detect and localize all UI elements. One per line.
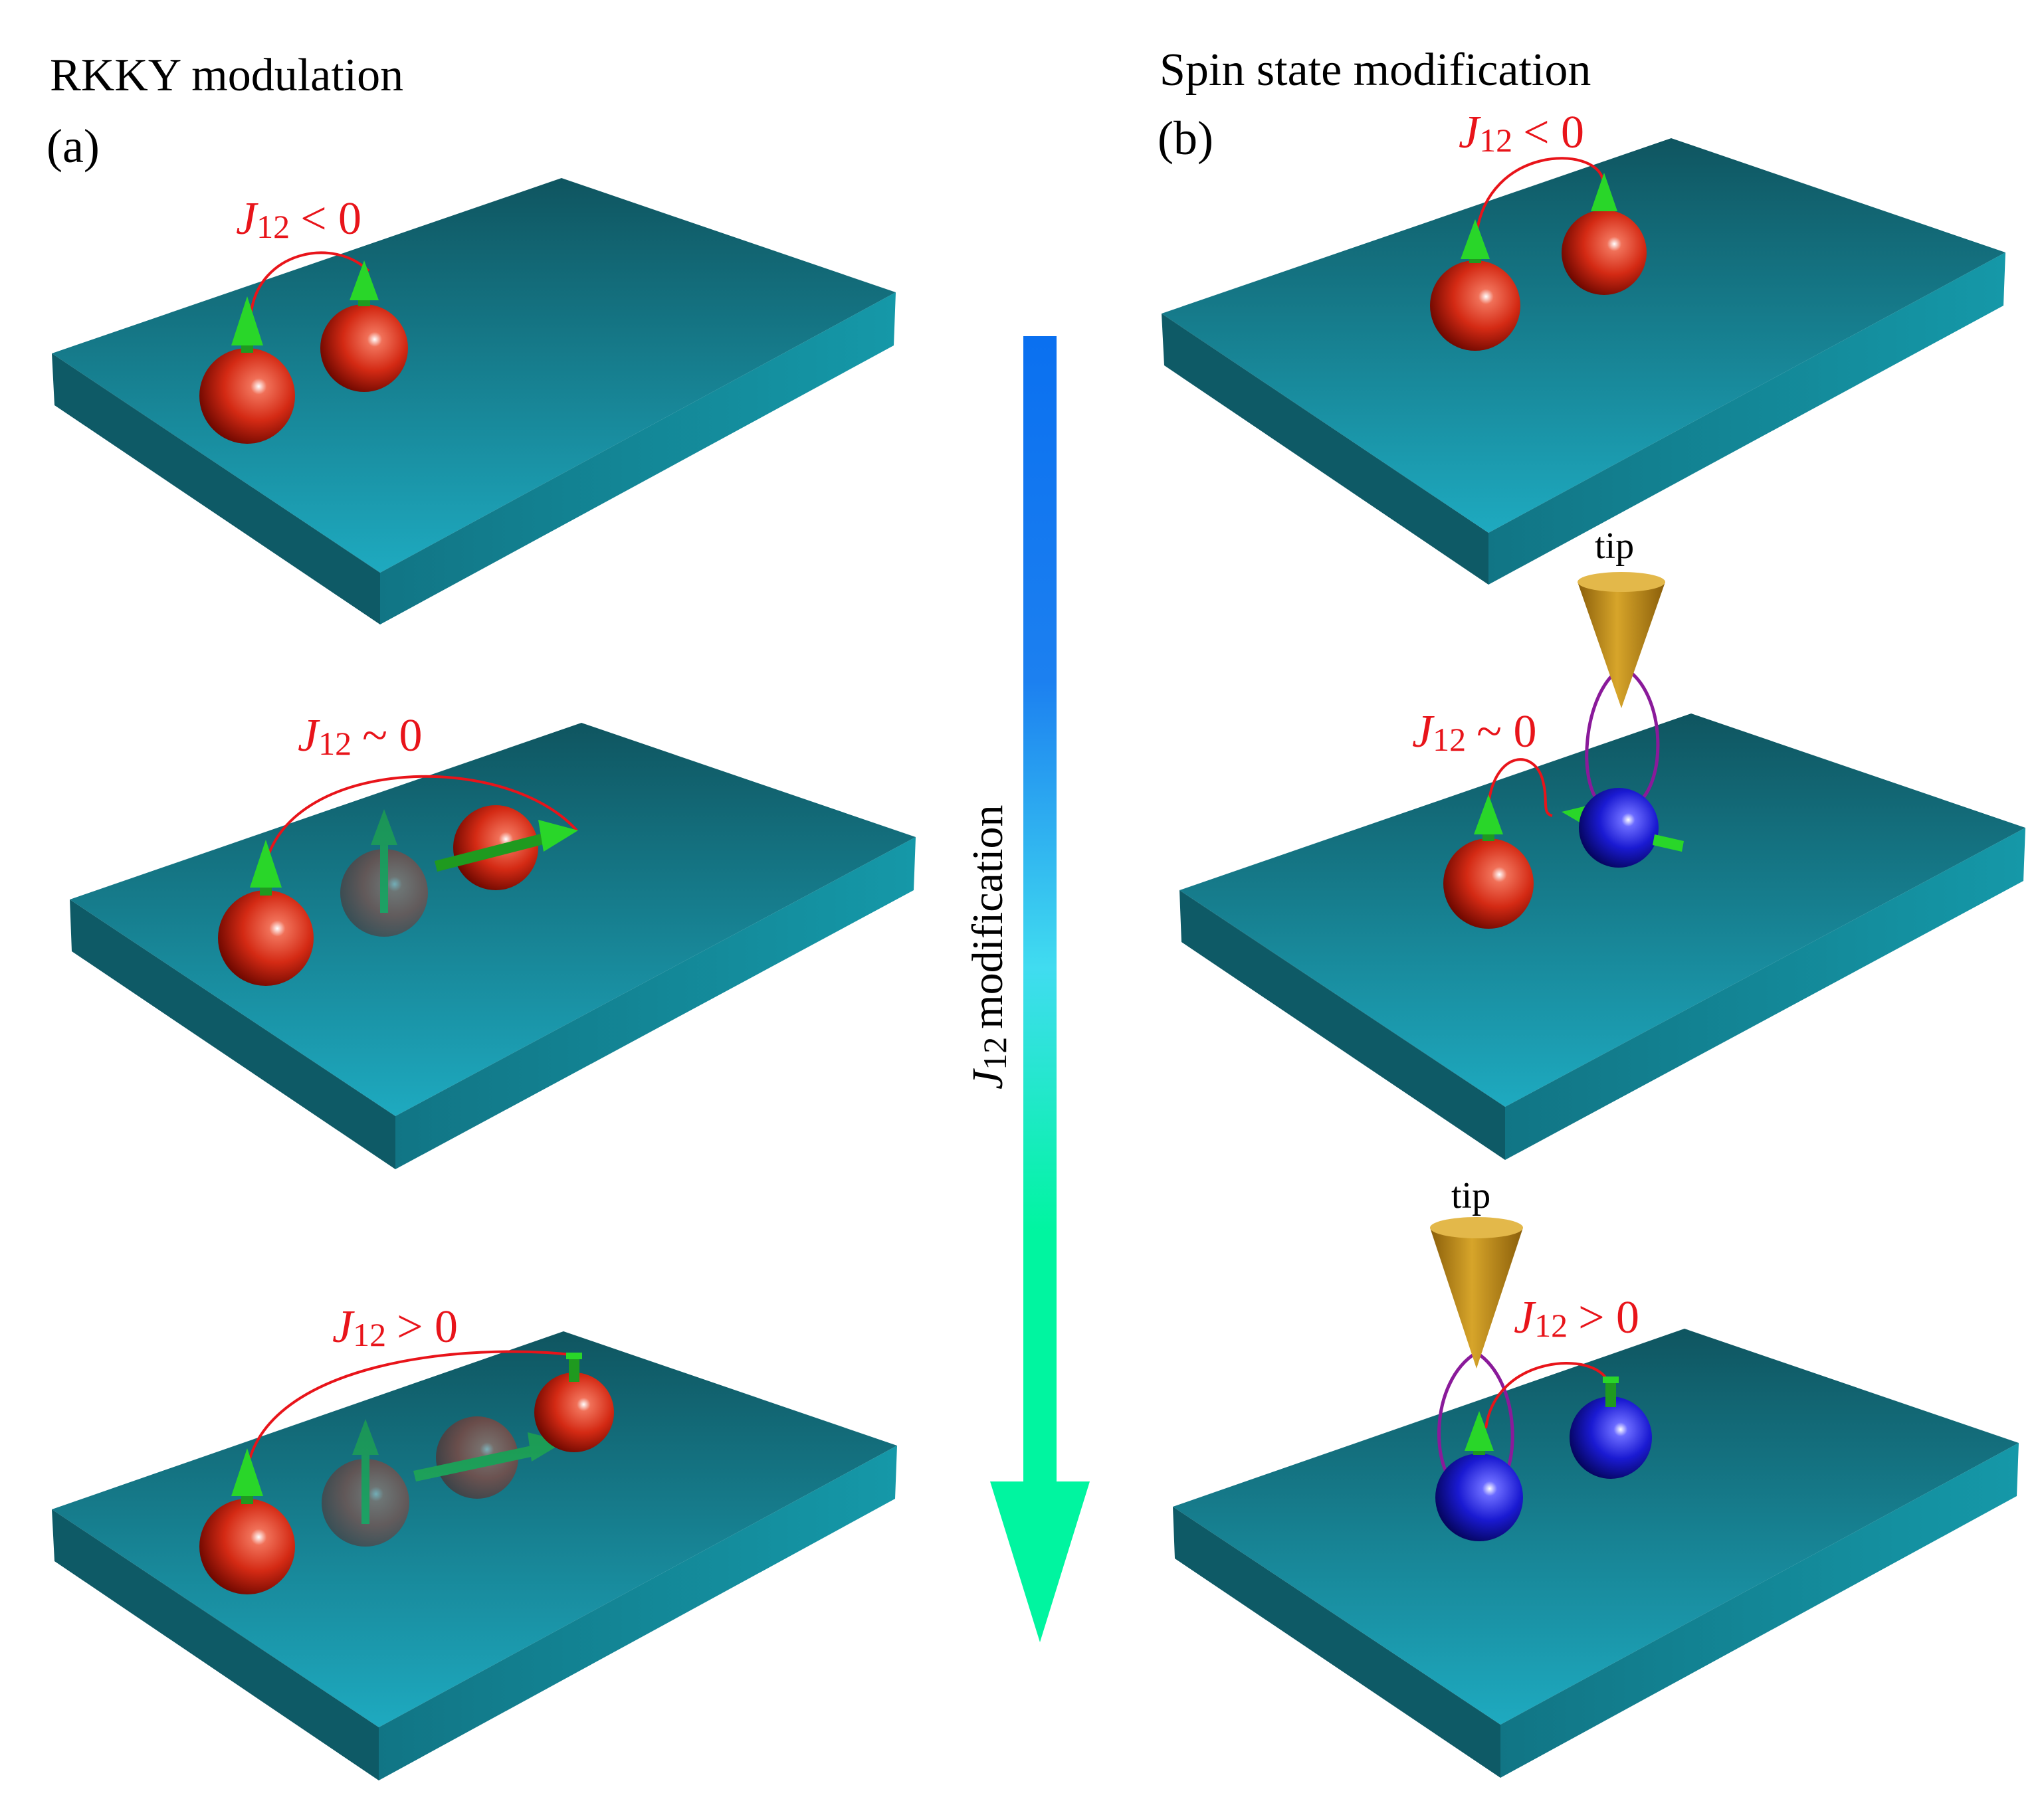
red-atom-icon (1430, 260, 1520, 351)
panel-label-b: (b) (1158, 112, 1213, 165)
spin-arrow-icon (566, 1353, 582, 1382)
substrate-slab-icon (52, 178, 896, 624)
left-heading: RKKY modulation (50, 50, 403, 101)
spin-arrow-icon (250, 840, 282, 896)
substrate-slab-icon (52, 1331, 897, 1780)
coupling-line (1475, 157, 1604, 235)
coupling-label-zero-a: J12~ 0 (298, 710, 422, 762)
right-heading: Spin state modification (1160, 45, 1591, 96)
spin-arrow-icon (231, 296, 263, 353)
spin-arrow-icon (1653, 834, 1684, 852)
coupling-line (264, 775, 578, 864)
coupling-label-positive-b: J12> 0 (1514, 1292, 1639, 1344)
spin-arrow-icon (350, 260, 379, 306)
ghost-atom (340, 809, 428, 937)
modification-arrow (990, 336, 1090, 1642)
red-atom-icon (534, 1373, 614, 1452)
spin-arrow-icon (1465, 1411, 1494, 1455)
red-atom-icon (218, 890, 314, 986)
blue-atom-icon (1579, 788, 1659, 868)
spin-arrow-icon (1603, 1377, 1619, 1407)
tip-label-bottom: tip (1451, 1175, 1490, 1216)
red-atom-icon (320, 304, 408, 392)
coupling-label-positive-a: J12> 0 (332, 1301, 458, 1353)
spin-arrow-icon (231, 1448, 263, 1504)
red-atom-icon (1562, 210, 1647, 295)
coupling-label-negative-b: J12< 0 (1459, 107, 1584, 159)
blue-atom-icon (1435, 1454, 1523, 1541)
coupling-line (1484, 1362, 1609, 1429)
coupling-line (250, 251, 370, 313)
panel-label-a: (a) (47, 120, 100, 173)
modification-axis-label: J12modification (964, 805, 1013, 1090)
blue-atom-icon (1570, 1396, 1652, 1479)
coupling-label-zero-b: J12~ 0 (1412, 706, 1536, 758)
stm-tip-icon (1578, 572, 1665, 708)
coupling-line (1487, 758, 1553, 817)
ghost-atom (322, 1419, 409, 1547)
red-atom-icon (199, 348, 295, 444)
stm-tip-icon (1430, 1217, 1523, 1369)
spin-arrow-icon (1461, 219, 1490, 263)
spin-arrow-icon (1474, 795, 1503, 841)
coupling-label-negative-a: J12< 0 (236, 193, 361, 245)
spin-arrow-icon (435, 820, 578, 872)
substrate-slab-icon (70, 723, 916, 1169)
red-atom-icon (199, 1499, 295, 1594)
substrate-slab-icon (1173, 1329, 2019, 1778)
red-atom-icon (1443, 838, 1534, 929)
spin-arrow-icon (1591, 173, 1617, 211)
tip-label-middle: tip (1595, 525, 1634, 567)
substrate-slab-icon (1162, 138, 2005, 585)
substrate-slab-icon (1179, 713, 2025, 1160)
coupling-line (246, 1350, 577, 1470)
